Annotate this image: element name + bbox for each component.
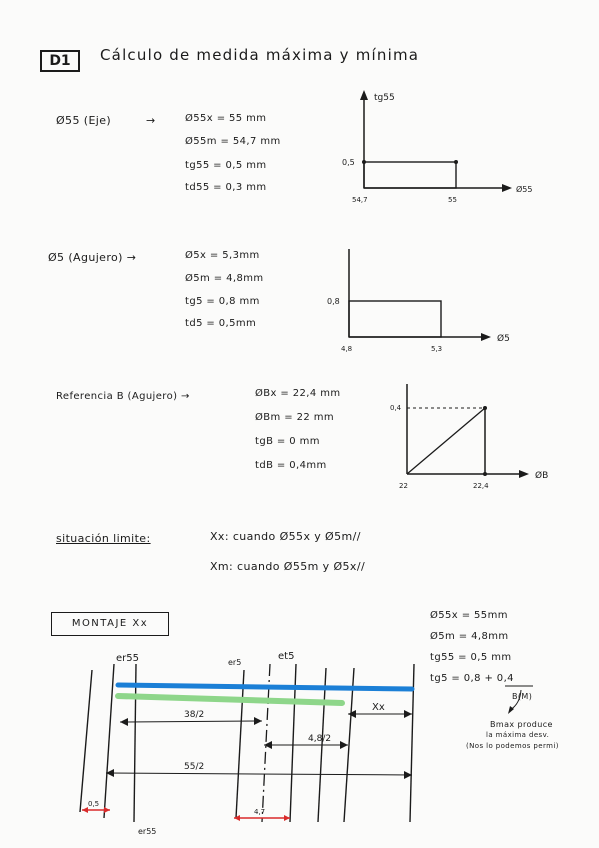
montaje-b-label: B(M): [512, 692, 533, 701]
eje55-y-axis-label: tg55: [374, 93, 395, 103]
agujero5-line-4: td5 = 0,5mm: [185, 318, 257, 329]
eje55-y-tick: 0,5: [342, 158, 355, 167]
agujero5-line-1: Ø5x = 5,3mm: [185, 250, 260, 261]
diagram-xx-label: Xx: [372, 702, 385, 713]
referencia-line-2: ØBm = 22 mm: [255, 412, 334, 423]
referencia-x-tick-min: 22: [399, 482, 408, 490]
agujero5-x-tick-max: 5,3: [431, 345, 442, 353]
agujero5-x-axis-label: Ø5: [497, 333, 510, 344]
referencia-line-3: tgB = 0 mm: [255, 436, 320, 447]
referencia-tolerance-graph: ØB 0,4 22 22,4: [390, 384, 548, 490]
eje55-line-2: Ø55m = 54,7 mm: [185, 136, 281, 147]
eje55-line-1: Ø55x = 55 mm: [185, 113, 267, 124]
montaje-line-3: tg55 = 0,5 mm: [430, 652, 512, 663]
eje55-x-tick-min: 54,7: [352, 196, 368, 204]
montaje-line-2: Ø5m = 4,8mm: [430, 631, 509, 642]
diagram-et5-label: et5: [278, 651, 294, 662]
situacion-line-2: Xm: cuando Ø55m y Ø5x//: [210, 560, 366, 573]
montaje-line-1: Ø55x = 55mm: [430, 610, 508, 621]
montaje-note-3: (Nos lo podemos permi): [466, 742, 559, 750]
eje55-line-3: tg55 = 0,5 mm: [185, 160, 267, 171]
eje55-tolerance-graph: tg55 Ø55 0,5 54,7 55: [342, 90, 532, 204]
situacion-line-1: Xx: cuando Ø55x y Ø5m//: [210, 530, 361, 543]
diagram-dim-55-label: 55/2: [184, 762, 204, 772]
agujero5-tolerance-graph: Ø5 0,8 4,8 5,3: [327, 249, 510, 353]
eje55-arrow: →: [146, 114, 156, 127]
agujero5-x-tick-min: 4,8: [341, 345, 352, 353]
referencia-line-1: ØBx = 22,4 mm: [255, 388, 341, 399]
agujero5-label: Ø5 (Agujero) →: [48, 251, 137, 264]
referencia-y-tick: 0,4: [390, 404, 402, 412]
eje55-x-tick-max: 55: [448, 196, 457, 204]
assembly-diagram: er55 er5 et5 Xx 38/2 4,8/2 55/2 0,5 4,7 …: [79, 651, 415, 836]
montaje-note-1: Bmax produce: [490, 720, 553, 729]
referencia-line-4: tdB = 0,4mm: [255, 460, 327, 471]
diagram-dim-38-label: 38/2: [184, 710, 204, 720]
diagram-er5-label: er5: [228, 658, 241, 667]
agujero5-line-3: tg5 = 0,8 mm: [185, 296, 260, 307]
montaje-note-2: la máxima desv.: [486, 731, 550, 739]
agujero5-line-2: Ø5m = 4,8mm: [185, 273, 264, 284]
diagram-dim-47-label: 4,7: [254, 808, 265, 816]
referencia-label: Referencia B (Agujero) →: [56, 391, 190, 402]
situacion-label: situación limite:: [56, 532, 151, 545]
referencia-x-tick-max: 22,4: [473, 482, 489, 490]
diagram-er55-label: er55: [116, 653, 139, 664]
section-number-box: D1: [40, 50, 80, 72]
montaje-line-4: tg5 = 0,8 + 0,4: [430, 673, 514, 684]
eje55-x-axis-label: Ø55: [516, 184, 532, 194]
montaje-tolerance-annotations: [505, 685, 533, 714]
agujero5-y-tick: 0,8: [327, 297, 340, 306]
page-title: Cálculo de medida máxima y mínima: [100, 46, 420, 64]
diagram-dim-05-label: 0,5: [88, 800, 99, 808]
referencia-x-axis-label: ØB: [535, 470, 548, 481]
eje55-line-4: td55 = 0,3 mm: [185, 182, 267, 193]
eje55-label: Ø55 (Eje): [56, 114, 112, 127]
diagram-dim-48-label: 4,8/2: [308, 734, 331, 744]
diagram-bottom-label: er55: [138, 827, 156, 836]
montaje-label: MONTAJE Xx: [51, 612, 169, 636]
